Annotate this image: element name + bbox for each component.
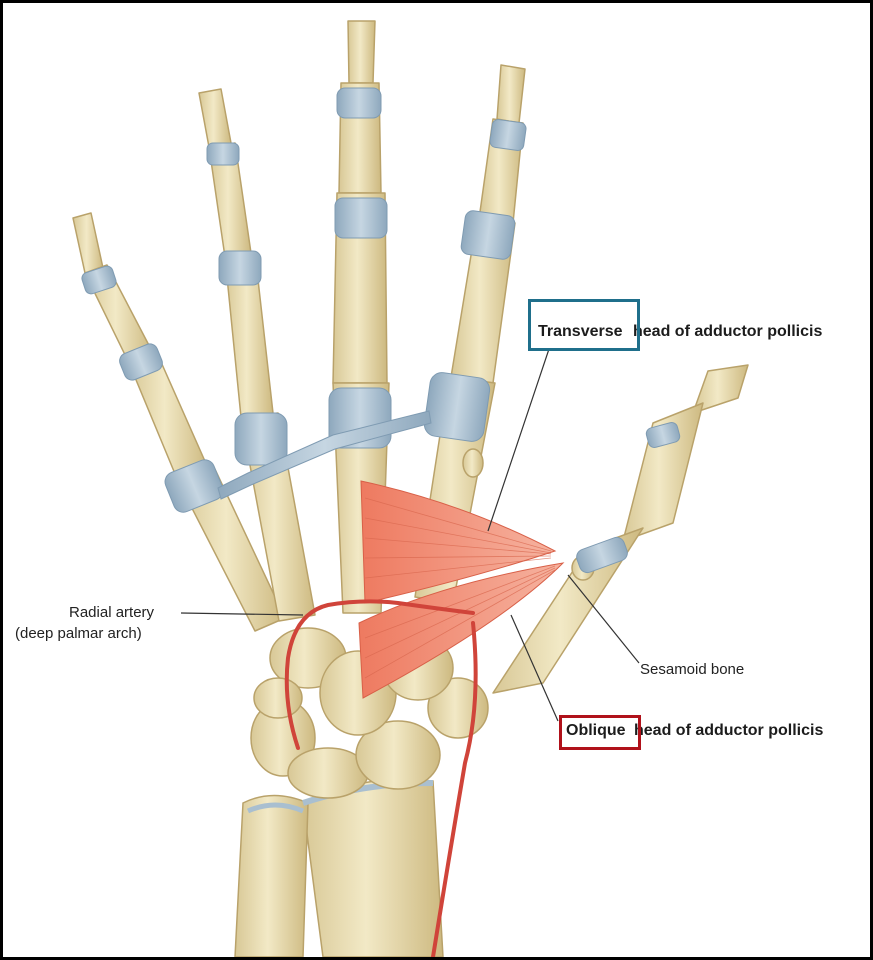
deep-palmar-arch-label: (deep palmar arch) bbox=[15, 625, 142, 642]
oblique-head-label-rest: head of adductor pollicis bbox=[634, 722, 823, 740]
forearm-bones bbox=[235, 779, 443, 957]
radial-artery-label: Radial artery bbox=[69, 604, 154, 621]
sesamoid-bone-label: Sesamoid bone bbox=[640, 661, 744, 678]
hand-anatomy-illustration bbox=[3, 3, 870, 957]
transverse-head-label-rest: head of adductor pollicis bbox=[633, 323, 822, 341]
transverse-highlight-box bbox=[528, 299, 640, 351]
oblique-highlight-box bbox=[559, 715, 641, 750]
